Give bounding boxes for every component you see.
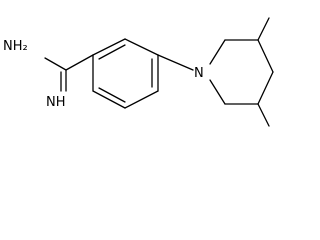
bond-c-aryl	[65, 54, 94, 71]
ring-bond-2	[124, 38, 159, 56]
ring-bond-1	[92, 38, 126, 56]
pip-bond-c4-c5	[257, 71, 274, 105]
imine-label: NH	[46, 95, 66, 110]
methyl-bond-top	[257, 17, 270, 41]
ring-bond-5-inner	[98, 87, 126, 103]
ring-nitrogen-label: N	[194, 66, 204, 81]
ring-bond-5	[92, 90, 126, 109]
pip-bond-c6-n	[209, 79, 226, 105]
bond-aryl-n	[157, 54, 194, 71]
pip-bond-n-c2	[209, 39, 226, 65]
ring-bond-4	[124, 90, 159, 109]
ring-bond-1-inner	[98, 44, 126, 60]
chemical-structure-diagram: NH₂ NH N	[3, 17, 274, 127]
pip-bond-c3-c4	[257, 39, 274, 73]
amine-label: NH₂	[3, 39, 28, 54]
bond-c-nh2	[44, 57, 67, 71]
methyl-bond-bottom	[257, 103, 270, 127]
